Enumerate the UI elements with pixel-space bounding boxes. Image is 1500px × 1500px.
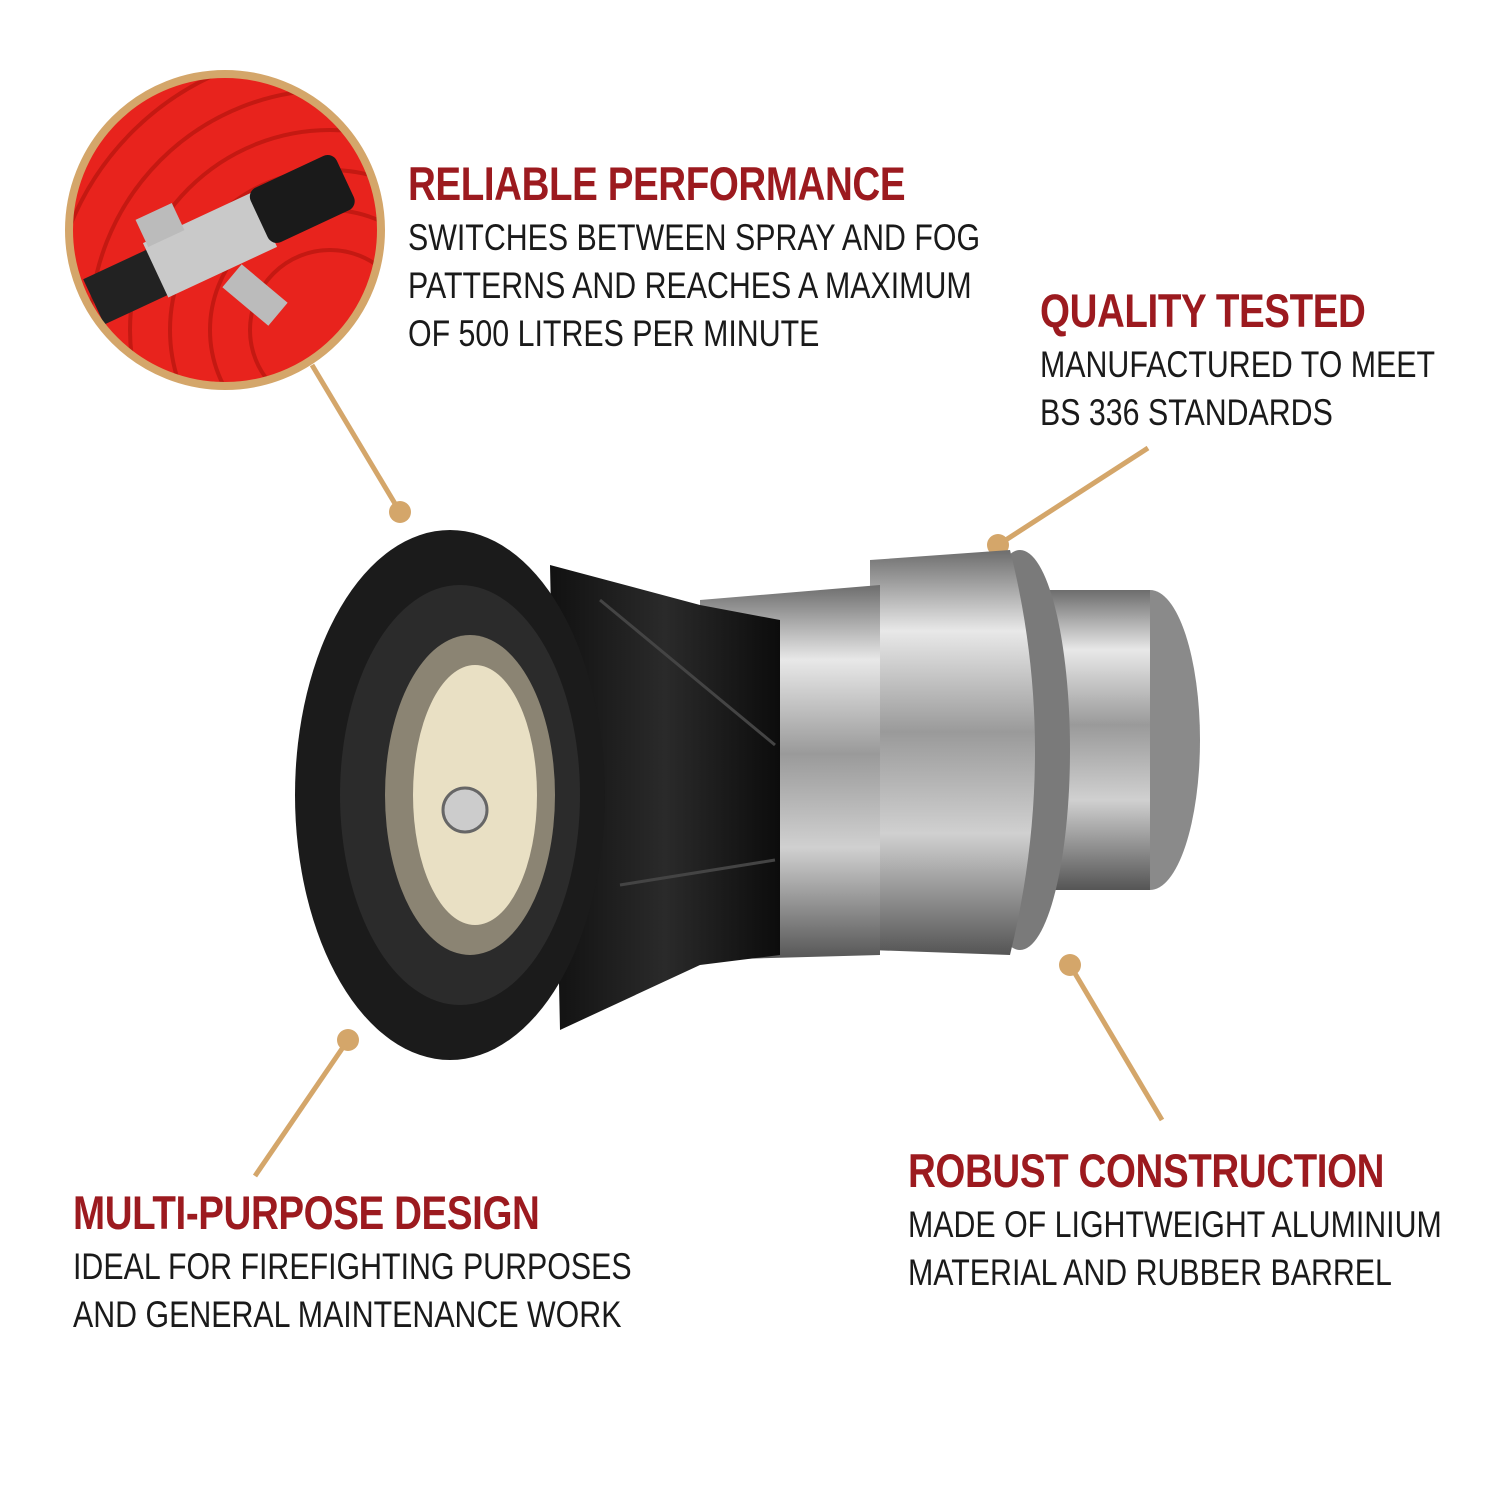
fire-hose-nozzle [295, 530, 1200, 1060]
feature-heading: QUALITY TESTED [1040, 284, 1366, 337]
feature-heading: MULTI-PURPOSE DESIGN [73, 1186, 540, 1239]
feature-reliable-performance: RELIABLE PERFORMANCE SWITCHES BETWEEN SP… [408, 158, 1106, 358]
feature-text: SWITCHES BETWEEN SPRAY AND FOG [408, 217, 981, 258]
feature-robust-construction: ROBUST CONSTRUCTION MADE OF LIGHTWEIGHT … [908, 1145, 1500, 1297]
feature-text: MATERIAL AND RUBBER BARREL [908, 1252, 1392, 1293]
feature-text: BS 336 STANDARDS [1040, 392, 1333, 433]
inset-hose-photo [69, 74, 381, 386]
feature-heading: ROBUST CONSTRUCTION [908, 1144, 1385, 1197]
feature-text: IDEAL FOR FIREFIGHTING PURPOSES [73, 1246, 632, 1287]
feature-quality-tested: QUALITY TESTED MANUFACTURED TO MEET BS 3… [1040, 285, 1500, 437]
feature-multi-purpose-design: MULTI-PURPOSE DESIGN IDEAL FOR FIREFIGHT… [73, 1187, 754, 1339]
inset-border [65, 70, 385, 390]
feature-text: PATTERNS AND REACHES A MAXIMUM [408, 265, 972, 306]
feature-text: OF 500 LITRES PER MINUTE [408, 313, 820, 354]
feature-text: AND GENERAL MAINTENANCE WORK [73, 1294, 622, 1335]
feature-heading: RELIABLE PERFORMANCE [408, 157, 906, 210]
feature-text: MADE OF LIGHTWEIGHT ALUMINIUM [908, 1204, 1442, 1245]
feature-text: MANUFACTURED TO MEET [1040, 344, 1436, 385]
